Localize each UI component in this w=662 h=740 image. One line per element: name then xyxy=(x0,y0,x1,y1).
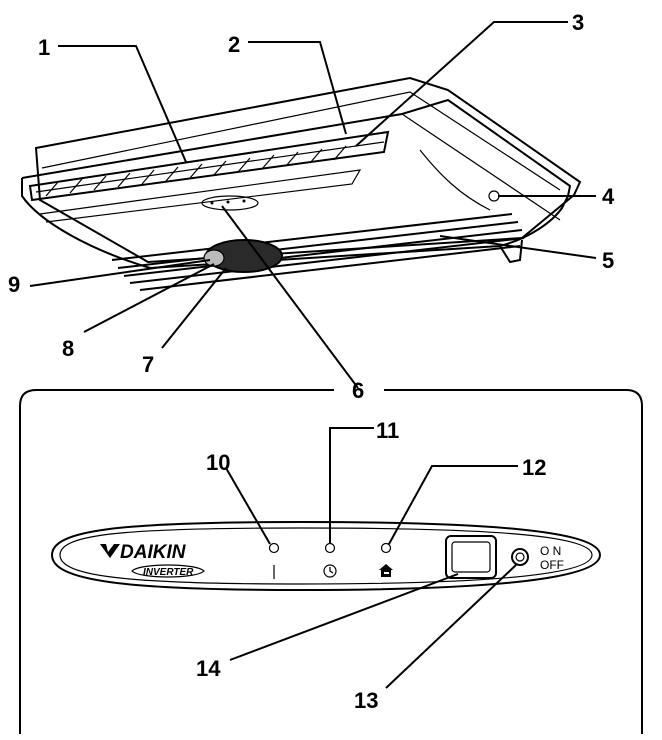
on-off-button[interactable] xyxy=(511,548,529,566)
callout-7: 7 xyxy=(142,352,154,377)
callout-2: 2 xyxy=(228,32,240,57)
callout-9: 9 xyxy=(8,272,20,297)
callout-13: 13 xyxy=(354,688,378,713)
control-panel: DAIKIN INVERTER O N OFF xyxy=(50,520,602,592)
callout-14: 14 xyxy=(196,656,221,681)
callout-3: 3 xyxy=(572,10,584,35)
inverter-label: INVERTER xyxy=(143,567,194,578)
louver-slats xyxy=(45,145,347,197)
filter-lamp xyxy=(380,542,392,554)
signal-receiver-window xyxy=(445,535,497,579)
clock-icon xyxy=(323,564,337,578)
callout-10: 10 xyxy=(206,450,230,475)
callout-leaders xyxy=(29,21,597,389)
panel-callout-leaders xyxy=(225,427,518,689)
callout-4: 4 xyxy=(602,184,615,209)
callout-5: 5 xyxy=(602,248,614,273)
operation-lamp xyxy=(268,542,280,554)
off-label: OFF xyxy=(540,558,564,572)
on-label: O N xyxy=(540,544,561,558)
brand-name: DAIKIN xyxy=(120,542,187,563)
callout-8: 8 xyxy=(62,336,74,361)
inverter-badge: INVERTER xyxy=(131,564,205,578)
callout-12: 12 xyxy=(522,455,546,480)
detail-panel-frame xyxy=(19,389,643,734)
timer-lamp xyxy=(324,542,336,554)
callout-6: 6 xyxy=(352,378,364,403)
callout-11: 11 xyxy=(376,418,399,443)
callout-1: 1 xyxy=(38,35,50,60)
indoor-unit xyxy=(21,76,582,291)
house-key-icon xyxy=(379,564,393,577)
daikin-logo-icon xyxy=(100,544,120,558)
